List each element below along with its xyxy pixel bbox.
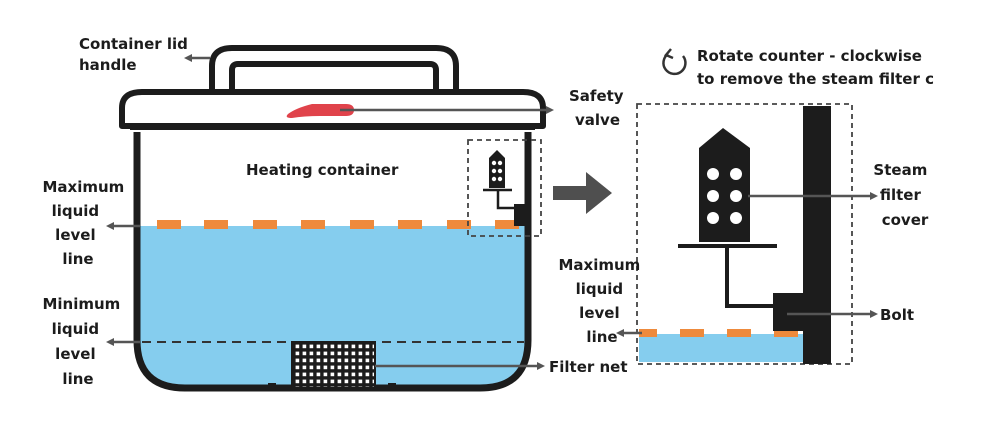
lid-handle-label: Container lid handle [79,35,193,74]
water-detail [639,334,805,362]
max-level-label-right: Maximum liquid level line [558,256,645,346]
lid-handle [209,45,459,95]
heating-container-label: Heating container [246,161,399,179]
filter-net [291,341,376,389]
right-arrow-icon [553,172,612,214]
counter-clockwise-arrow-icon [662,48,687,76]
bolt [773,293,805,331]
safety-valve [286,104,354,118]
zoom-box-small [467,139,542,237]
bolt-label: Bolt [880,306,914,324]
rotate-note-label: Rotate counter - clockwise to remove the… [697,47,934,88]
max-level-label-left: Maximum liquid level line [42,178,129,268]
safety-valve-label: Safety valve [569,87,629,129]
zoom-box-detail [636,103,853,365]
steam-filter-cover [678,128,777,248]
max-level-marks-left [157,220,519,229]
steam-filter-small [483,150,526,226]
max-level-marks-right [639,329,798,337]
min-level-label-left: Minimum liquid level line [42,295,125,388]
pipe-detail [725,246,776,308]
steam-filter-cover-label: Steam filter cover [873,161,932,229]
container-wall-detail [803,106,831,364]
filter-net-label: Filter net [549,358,628,376]
